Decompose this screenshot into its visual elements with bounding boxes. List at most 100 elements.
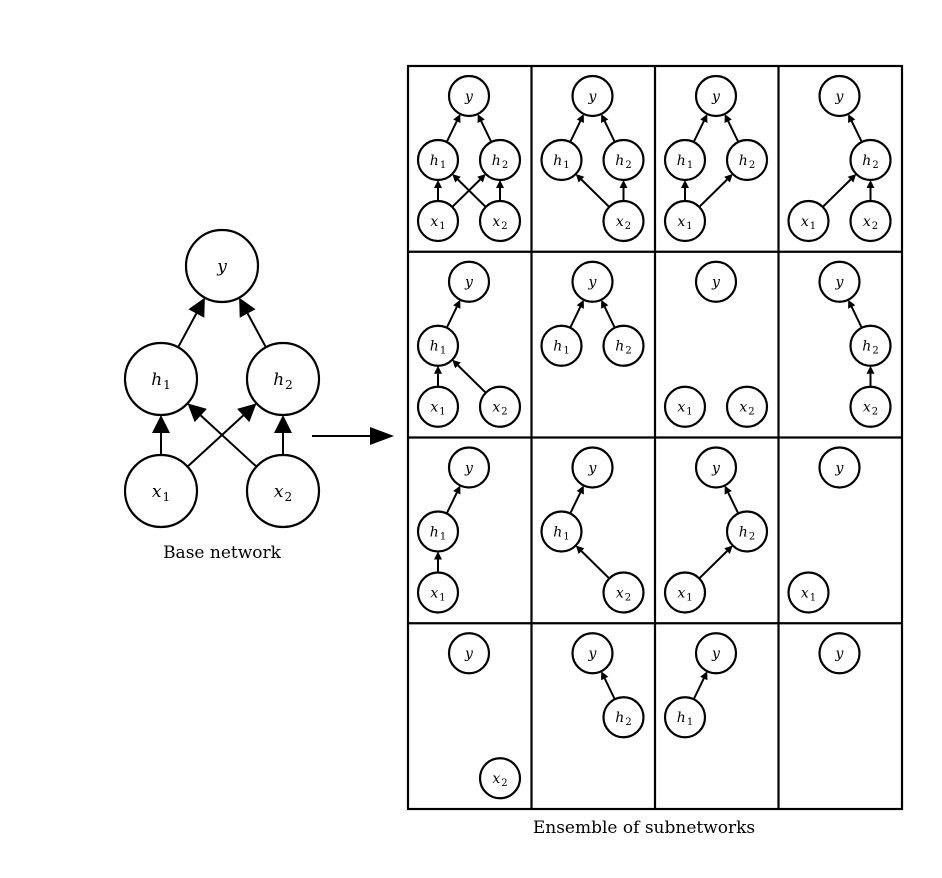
edge-h2-y: [601, 671, 616, 700]
y-label: y: [588, 275, 598, 291]
node-y: y: [447, 632, 491, 675]
h2-label: h2: [739, 153, 755, 171]
node-y: y: [447, 260, 491, 303]
node-h2: h2: [849, 324, 892, 367]
subnetwork-3: y h1 h2 x1: [663, 74, 769, 243]
base-edge-h2-y: [239, 297, 267, 348]
edge-h1-y: [569, 299, 584, 329]
h2-label: h2: [615, 153, 631, 171]
node-h2: h2: [602, 138, 645, 182]
x2-label: x2: [863, 400, 878, 418]
subnetwork-16: y: [818, 632, 861, 675]
node-x1: x1: [416, 199, 460, 243]
y-label: y: [464, 460, 474, 476]
y-label: y: [711, 460, 721, 476]
node-y: y: [818, 446, 861, 489]
y-label: y: [711, 646, 721, 662]
node-h2: h2: [725, 138, 769, 182]
base-edge-x1-h2: [186, 403, 257, 468]
subnetwork-12: y x1: [787, 446, 861, 614]
node-x1: x1: [663, 385, 707, 428]
node-x2: x2: [849, 385, 892, 428]
node-h2: h2: [602, 324, 645, 367]
node-h1: h1: [416, 138, 460, 182]
subnetwork-7: y x1 x2: [663, 260, 769, 428]
node-x1: x1: [787, 199, 830, 243]
h1-label: h1: [430, 153, 446, 171]
y-label: y: [464, 646, 474, 662]
y-label: y: [588, 89, 598, 105]
edge-h1-y: [692, 113, 708, 143]
edge-x2-h1: [575, 174, 610, 208]
node-y: y: [818, 260, 861, 303]
node-h1: h1: [540, 138, 583, 182]
subnetwork-4: y h2 x1 x2: [787, 74, 892, 243]
base-edge-h1-y: [177, 297, 205, 348]
edge-x1-h1: [434, 180, 442, 201]
x2-label: x2: [274, 482, 292, 504]
edge-x2-h2: [619, 180, 628, 201]
node-y: y: [818, 74, 861, 118]
node-x2: x2: [849, 199, 892, 243]
node-y: y: [694, 632, 738, 675]
edge-x1-h1: [434, 551, 442, 573]
x2-label: x2: [739, 400, 754, 418]
edge-h1-y: [692, 671, 708, 700]
h1-label: h1: [677, 153, 693, 171]
x2-label: x2: [863, 214, 878, 232]
edge-x1-h1: [681, 180, 689, 201]
edge-x1-h2: [822, 174, 857, 208]
y-label: y: [835, 460, 845, 476]
node-x1: x1: [123, 453, 199, 529]
y-label: y: [711, 275, 721, 291]
edge-h2-y: [477, 113, 493, 143]
h2-label: h2: [615, 339, 631, 357]
edge-x2-h2: [496, 180, 504, 201]
node-x1: x1: [663, 571, 707, 614]
x2-label: x2: [492, 771, 507, 789]
y-label: y: [588, 460, 598, 476]
edge-x1-h1: [434, 365, 442, 387]
edge-h1-y: [569, 485, 584, 514]
edge-h2-y: [848, 299, 863, 329]
node-y: y: [571, 74, 614, 118]
h1-label: h1: [430, 339, 446, 357]
node-y: y: [694, 260, 738, 303]
x1-label: x1: [677, 400, 692, 418]
node-h2: h2: [478, 138, 522, 182]
ensemble-caption: Ensemble of subnetworks: [533, 818, 755, 838]
node-y: y: [571, 260, 614, 303]
y-label: y: [835, 275, 845, 291]
x1-label: x1: [801, 214, 816, 232]
subnetwork-8: y h2 x2: [818, 260, 892, 428]
y-label: y: [588, 646, 598, 662]
x1-label: x1: [801, 585, 816, 603]
x1-label: x1: [677, 214, 692, 232]
h1-label: h1: [151, 370, 171, 392]
base-edge-x2-h2: [274, 415, 292, 455]
base-edge-x1-h1: [152, 415, 170, 455]
network-to-ensemble-arrow: [312, 427, 394, 445]
h1-label: h1: [553, 153, 569, 171]
x1-label: x1: [430, 214, 445, 232]
node-h2: h2: [849, 138, 892, 182]
edge-x2-h1: [452, 359, 487, 394]
y-label: y: [464, 89, 474, 105]
node-y: y: [447, 446, 491, 489]
node-h1: h1: [663, 696, 707, 739]
edge-x1-h2: [451, 174, 486, 208]
h1-label: h1: [677, 710, 693, 728]
edge-x2-h2: [866, 180, 875, 201]
x1-label: x1: [677, 585, 692, 603]
base-edge-x2-h1: [187, 403, 258, 468]
y-label: y: [711, 89, 721, 105]
node-x2: x2: [478, 199, 522, 243]
edge-h2-y: [848, 113, 863, 143]
edge-h2-y: [601, 113, 616, 143]
